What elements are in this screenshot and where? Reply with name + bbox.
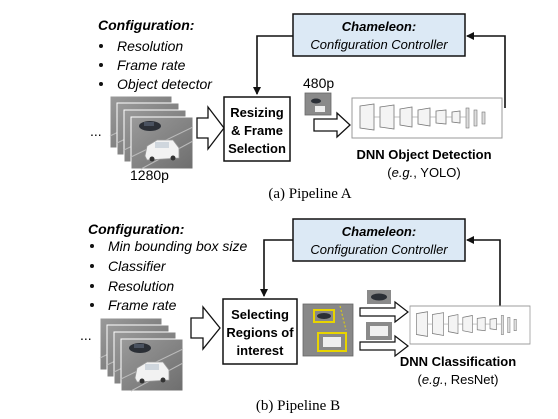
- pipeline-a-caption: (a) Pipeline A: [268, 186, 351, 202]
- pipeline-a-controller-subtitle: Configuration Controller: [310, 37, 448, 52]
- bullet-icon: [90, 264, 94, 268]
- pipeline-b-caption: (b) Pipeline B: [256, 398, 340, 414]
- bullet-icon: [90, 303, 94, 307]
- pipeline-b-config-item: Classifier: [108, 258, 167, 274]
- pipeline-b-config-item: Resolution: [108, 278, 174, 294]
- pipeline-a-config-item: Object detector: [117, 76, 213, 92]
- pipeline-b-roi-frame: [302, 303, 354, 357]
- pipeline-a-dnn-network: [351, 97, 503, 139]
- pipeline-b-feedback-arrow: [466, 236, 501, 310]
- pipeline-a-config-item: Resolution: [117, 38, 183, 54]
- pipeline-b-dnn-network: [409, 305, 531, 345]
- pipeline-a-config-title: Configuration:: [98, 17, 194, 33]
- pipeline-b-config-title: Configuration:: [88, 221, 184, 237]
- pipeline-b-step-line: Regions of: [226, 325, 294, 340]
- pipeline-a-step-line: Selection: [228, 141, 286, 156]
- pipeline-a-dnn-example: (e.g., YOLO): [387, 165, 460, 180]
- pipeline-a-step-line: Resizing: [230, 105, 284, 120]
- pipeline-b-control-arrow: [260, 239, 293, 297]
- block-arrow-icon: [359, 334, 409, 358]
- pipeline-b-step-line: Selecting: [231, 307, 289, 322]
- pipeline-a-dnn-title: DNN Object Detection: [356, 147, 491, 162]
- block-arrow-icon: [359, 300, 409, 324]
- pipeline-b-ellipsis: ...: [80, 327, 92, 343]
- pipeline-a: Configuration: Resolution Frame rate Obj…: [90, 13, 506, 202]
- bullet-icon: [99, 82, 103, 86]
- block-arrow-icon: [196, 105, 225, 151]
- pipeline-b-step-box: Selecting Regions of interest: [222, 298, 298, 365]
- block-arrow-icon: [313, 111, 351, 139]
- pipeline-a-controller-title: Chameleon:: [342, 19, 416, 34]
- pipeline-a-dnn-example-name: , YOLO): [413, 165, 460, 180]
- bullet-icon: [99, 44, 103, 48]
- pipeline-a-feedback-arrow: [466, 32, 506, 108]
- pipeline-b-config-item: Min bounding box size: [108, 238, 248, 254]
- pipeline-b-crop-dark: [367, 290, 391, 304]
- pipeline-b-controller-subtitle: Configuration Controller: [310, 242, 448, 257]
- pipeline-b-dnn-example-prefix: e.g.: [422, 372, 444, 387]
- pipeline-b-config-item: Frame rate: [108, 297, 177, 313]
- pipeline-b-controller-title: Chameleon:: [342, 224, 416, 239]
- pipeline-b: Configuration: Min bounding box size Cla…: [80, 218, 531, 414]
- pipeline-b-dnn-example: (e.g., ResNet): [418, 372, 499, 387]
- pipeline-a-input-frames: [109, 95, 194, 170]
- pipeline-b-input-frames: [99, 317, 184, 392]
- pipeline-b-crop-white: [366, 322, 392, 340]
- pipeline-b-config-list: Min bounding box size Classifier Resolut…: [90, 238, 248, 313]
- pipeline-a-control-arrow: [253, 35, 293, 95]
- pipeline-b-step-line: interest: [237, 343, 285, 358]
- pipeline-b-controller-box: Chameleon: Configuration Controller: [292, 218, 466, 262]
- pipeline-a-controller-box: Chameleon: Configuration Controller: [292, 13, 466, 57]
- pipeline-b-dnn-example-name: , ResNet): [444, 372, 499, 387]
- pipeline-a-config-item: Frame rate: [117, 57, 186, 73]
- pipeline-a-resized-resolution: 480p: [303, 75, 334, 91]
- pipeline-b-dnn-title: DNN Classification: [400, 354, 516, 369]
- block-arrow-icon: [190, 305, 221, 351]
- pipeline-a-step-box: Resizing & Frame Selection: [223, 96, 291, 162]
- bullet-icon: [90, 284, 94, 288]
- pipeline-a-step-line: & Frame: [231, 123, 283, 138]
- pipeline-a-resized-frame: [304, 92, 332, 116]
- pipeline-a-input-resolution: 1280p: [130, 167, 169, 183]
- bullet-icon: [90, 244, 94, 248]
- pipeline-a-config-list: Resolution Frame rate Object detector: [99, 38, 213, 92]
- pipeline-a-dnn-example-prefix: e.g.: [392, 165, 414, 180]
- pipeline-a-ellipsis: ...: [90, 123, 102, 139]
- bullet-icon: [99, 63, 103, 67]
